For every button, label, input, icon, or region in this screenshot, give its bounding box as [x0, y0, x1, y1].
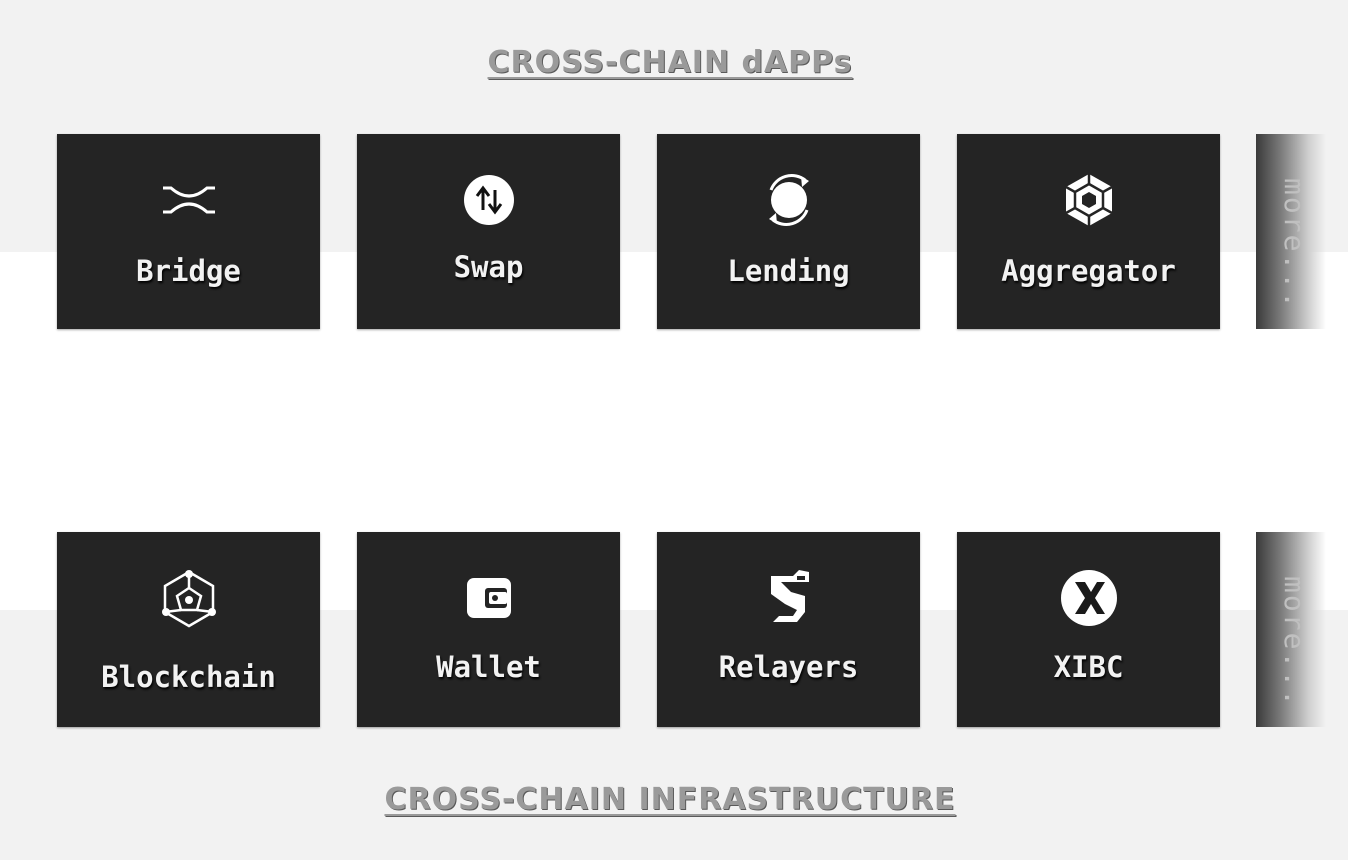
blockchain-icon [157, 566, 221, 630]
xibc-icon [1057, 566, 1121, 630]
aggregator-icon [1057, 168, 1121, 232]
bridge-tile[interactable]: Bridge [57, 134, 320, 329]
xibc-label: XIBC [1053, 650, 1124, 684]
relayers-tile[interactable]: Relayers [657, 532, 920, 727]
lending-icon [757, 168, 821, 232]
xibc-tile[interactable]: XIBC [957, 532, 1220, 727]
swap-tile[interactable]: Swap [357, 134, 620, 329]
wallet-tile[interactable]: Wallet [357, 532, 620, 727]
dapps-more-label: more... [1278, 178, 1311, 311]
blockchain-label: Blockchain [101, 660, 276, 694]
relayers-icon [757, 566, 821, 630]
swap-icon [457, 168, 521, 232]
wallet-label: Wallet [436, 650, 541, 684]
bridge-icon [157, 168, 221, 232]
dapps-section-title[interactable]: CROSS-CHAIN dAPPs [487, 45, 853, 80]
aggregator-tile[interactable]: Aggregator [957, 134, 1220, 329]
swap-label: Swap [453, 250, 524, 284]
bridge-label: Bridge [136, 254, 241, 288]
dapps-more-button[interactable]: more... [1256, 134, 1326, 329]
infrastructure-more-label: more... [1278, 576, 1311, 709]
blockchain-tile[interactable]: Blockchain [57, 532, 320, 727]
relayers-label: Relayers [718, 650, 859, 684]
infrastructure-section-title[interactable]: CROSS-CHAIN INFRASTRUCTURE [384, 782, 956, 817]
infrastructure-more-button[interactable]: more... [1256, 532, 1326, 727]
aggregator-label: Aggregator [1001, 254, 1176, 288]
lending-label: Lending [727, 254, 850, 288]
wallet-icon [457, 566, 521, 630]
lending-tile[interactable]: Lending [657, 134, 920, 329]
right-edge [1348, 0, 1356, 860]
